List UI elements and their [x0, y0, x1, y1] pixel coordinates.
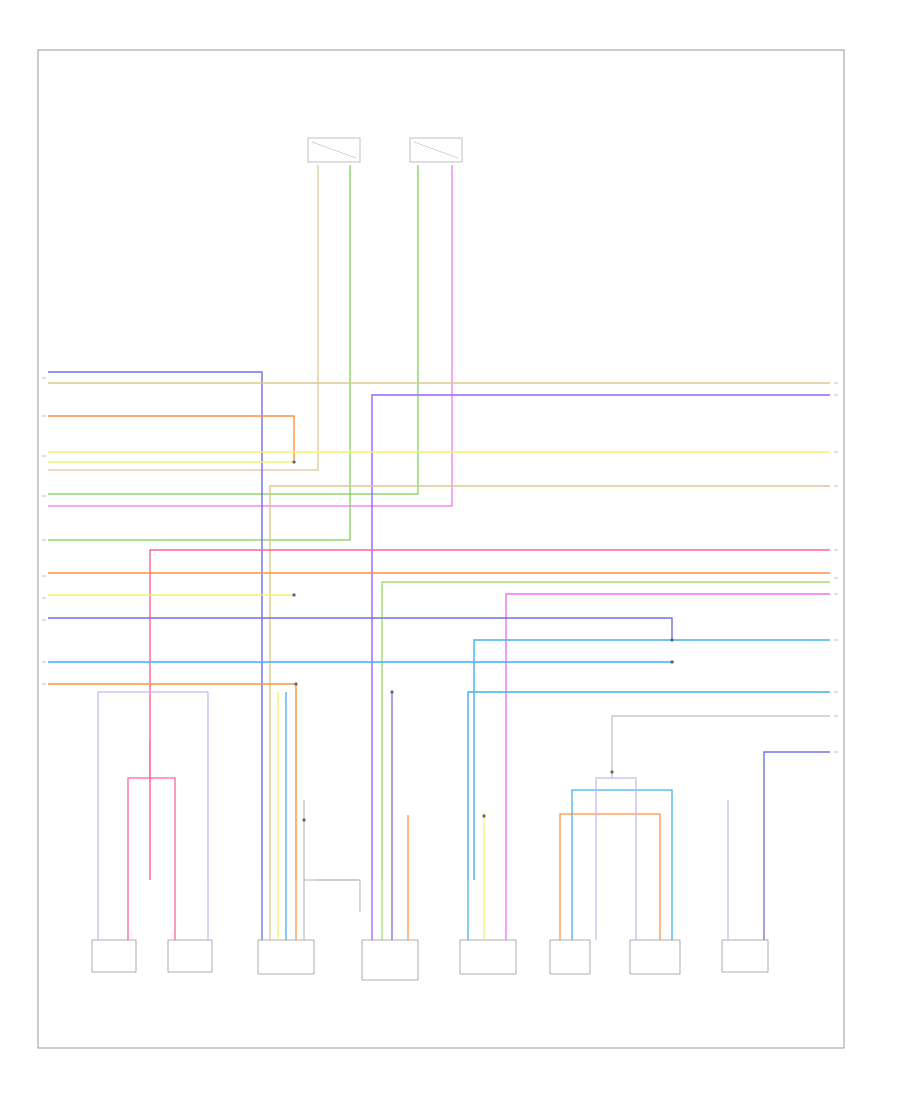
top-sensor-wires: [48, 165, 453, 541]
splice-points: [292, 460, 674, 822]
wire-blue-3: [763, 751, 830, 880]
sensor-top-right: [409, 137, 463, 163]
component-box-8: [721, 939, 769, 973]
wire-orange-1: [48, 415, 295, 460]
wire-tan-2: [269, 485, 830, 880]
wire-white-1: [611, 715, 830, 772]
wire-blue-1: [48, 371, 263, 880]
component-box-6: [549, 939, 591, 975]
diagram-border: [37, 49, 845, 1049]
component-box-5: [459, 939, 517, 975]
component-box-1: [91, 939, 137, 973]
component-box-3: [257, 939, 315, 975]
bottom-wires: [97, 691, 729, 912]
wire-blue-2: [48, 617, 673, 640]
component-box-7: [629, 939, 681, 975]
wire-cyan-1: [473, 639, 830, 880]
wire-cyan-3: [467, 691, 830, 880]
wire-green-top-left: [48, 165, 351, 541]
terminal-ticks: [42, 377, 838, 753]
horizontal-wires: [48, 371, 830, 880]
component-box-2: [167, 939, 213, 973]
wire-green-top-right: [48, 165, 419, 495]
wire-magenta-1: [505, 593, 830, 880]
bottom-components: [91, 939, 769, 981]
wire-tan-top-left: [48, 165, 319, 471]
sensor-top-left: [307, 137, 361, 163]
wire-lightgreen-1: [381, 581, 830, 880]
wire-magenta-top-right: [48, 165, 453, 507]
wire-orange-3: [48, 683, 297, 880]
connector-stubs: [97, 880, 765, 940]
component-box-4: [361, 939, 419, 981]
wire-purple-1: [371, 394, 830, 880]
